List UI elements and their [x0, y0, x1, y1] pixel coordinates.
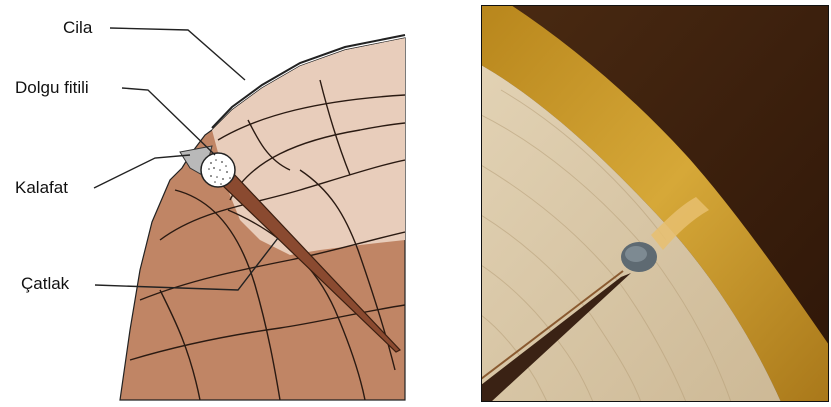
label-filler-wick: Dolgu fitili: [15, 78, 89, 98]
filler-wick: [201, 153, 235, 187]
label-crack: Çatlak: [21, 274, 69, 294]
log-photo: [481, 5, 829, 402]
leader-polish: [110, 28, 245, 80]
label-caulking: Kalafat: [15, 178, 68, 198]
photo-caulk-highlight: [625, 246, 647, 262]
label-polish: Cila: [63, 18, 92, 38]
